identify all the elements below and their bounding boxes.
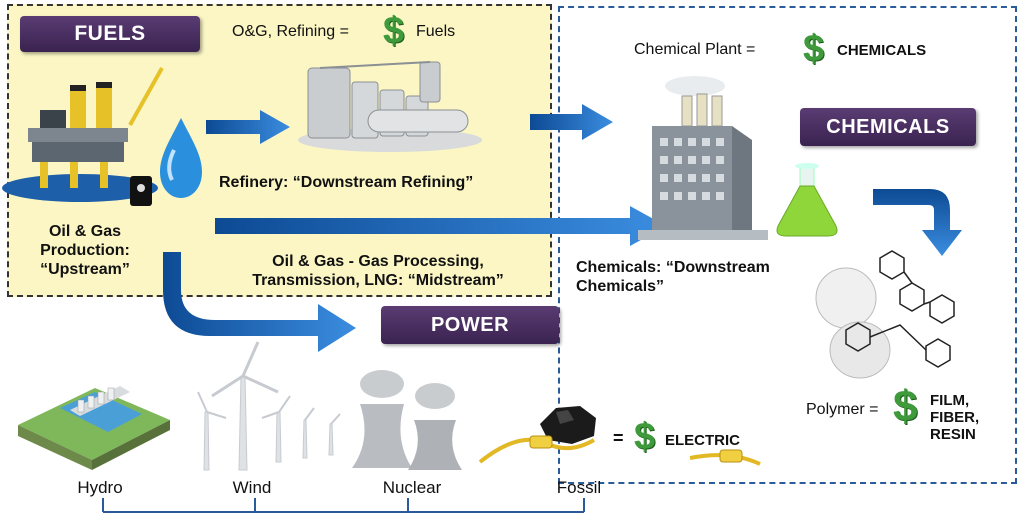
power-plug-icon [478, 435, 761, 466]
polymer-products: FILM, FIBER, RESIN [930, 392, 980, 443]
wind-turbine-icon [197, 341, 341, 471]
dollar-icon: $ [893, 382, 918, 431]
electric-equals: = [613, 428, 624, 448]
dollar-icon: $ [383, 10, 405, 52]
power-sources-bracket [102, 498, 585, 513]
chemicals-value-text: CHEMICALS [837, 42, 927, 59]
chemical-plant-icon [638, 76, 768, 240]
chemicals-label: CHEMICALS [800, 108, 976, 146]
coal-icon [540, 406, 596, 444]
power-label: POWER [381, 306, 559, 344]
polymer-text: Polymer = [806, 401, 879, 418]
electric-text: ELECTRIC [665, 432, 740, 449]
upstream-caption: Oil & Gas Production: “Upstream” [40, 223, 130, 278]
oil-barrel-icon [130, 176, 152, 206]
downstream-chemicals-caption: Chemicals: “Downstream Chemicals” [576, 259, 770, 295]
power-source-fossil: Fossil [556, 478, 602, 497]
cooling-tower-icon [352, 370, 462, 470]
fuels-text: Fuels [416, 23, 456, 40]
power-source-hydro: Hydro [77, 478, 123, 497]
flask-icon [776, 163, 838, 237]
oil-drop-icon [160, 118, 202, 198]
dollar-icon: $ [803, 28, 825, 70]
refinery-caption: Refinery: “Downstream Refining” [219, 174, 474, 191]
power-source-nuclear: Nuclear [382, 478, 442, 497]
arrow-to-refinery [206, 110, 290, 144]
midstream-caption: Oil & Gas - Gas Processing, Transmission… [252, 253, 504, 289]
refinery-icon [298, 61, 482, 152]
power-source-wind: Wind [232, 478, 272, 497]
arrow-to-chemical-plant [530, 104, 613, 140]
arrow-midstream [215, 206, 666, 246]
og-refining-text: O&G, Refining = [232, 23, 349, 40]
arrow-to-power [163, 252, 356, 352]
chemical-plant-text: Chemical Plant = [634, 41, 756, 58]
arrow-to-polymer [873, 189, 962, 256]
dollar-icon: $ [634, 416, 656, 458]
chemicals-region [558, 6, 1017, 484]
oil-rig-icon [2, 67, 164, 202]
hydro-dam-icon [18, 386, 170, 470]
molecule-figure-icon [815, 250, 955, 379]
fuels-label: FUELS [20, 16, 200, 52]
